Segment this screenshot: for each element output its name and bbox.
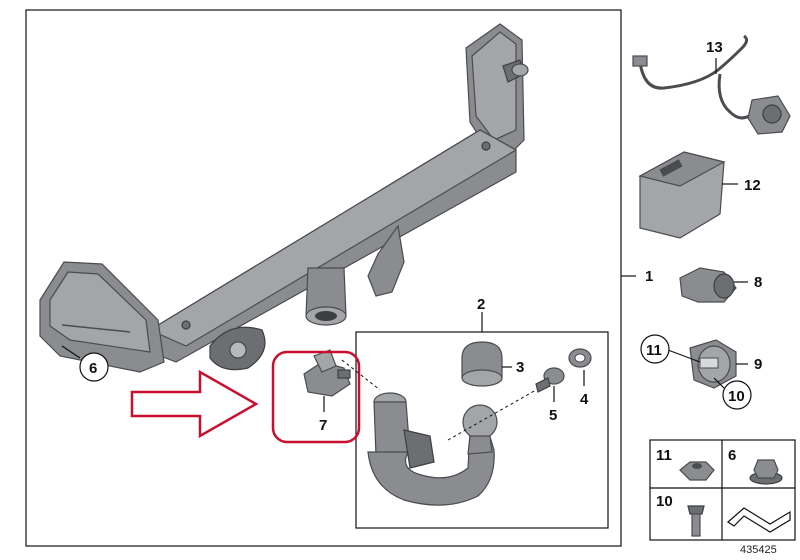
label-8: 8	[754, 274, 762, 291]
label-5: 5	[549, 407, 557, 424]
highlight-box	[271, 350, 361, 444]
highlight-arrow	[130, 369, 259, 439]
plug-shaft	[535, 377, 551, 393]
bolt-shaft	[691, 513, 701, 537]
ball-stem	[467, 435, 493, 455]
main-frame	[25, 9, 622, 547]
label-3: 3	[516, 359, 524, 376]
label-13: 13	[706, 39, 723, 56]
lock-tab	[337, 369, 351, 379]
dash-ball-plug	[447, 389, 537, 441]
socket-8	[679, 267, 737, 303]
neck-post	[373, 401, 411, 457]
cap-body	[461, 341, 503, 379]
cross-beam-top	[148, 129, 518, 347]
label-11: 11	[646, 342, 662, 359]
label-6: 6	[89, 360, 97, 377]
neck-latch	[403, 429, 435, 469]
label-4: 4	[580, 391, 589, 408]
washer	[568, 348, 592, 368]
leader-6	[61, 345, 81, 359]
wiring-harness	[632, 34, 791, 135]
leader-11	[667, 349, 701, 363]
circle-6	[79, 352, 109, 382]
bolt-head	[687, 505, 705, 515]
document-number: 435425	[740, 544, 777, 556]
label-12: 12	[744, 177, 761, 194]
harness-cable-b	[717, 73, 756, 120]
socket-8-face	[713, 273, 735, 299]
beam-bolt-1	[181, 320, 191, 330]
hardware-box: 11 6 10	[649, 439, 796, 541]
label-7: 7	[319, 417, 327, 434]
cover-9-tab	[699, 357, 719, 369]
label-9: 9	[754, 356, 762, 373]
right-bracket-face	[471, 31, 517, 141]
bracket-groove	[61, 324, 131, 333]
washer-hole	[574, 353, 586, 363]
module-top	[638, 151, 726, 187]
circle-11	[640, 334, 670, 364]
flange-nut	[753, 459, 779, 479]
cap-rim	[461, 369, 503, 387]
bracket-pin-end	[511, 63, 529, 77]
hex-nut-hole	[692, 463, 702, 469]
cover-9	[689, 339, 737, 389]
tow-bar-assembly	[39, 23, 529, 373]
harness-plug	[632, 55, 648, 67]
protective-cap	[461, 341, 503, 387]
receptacle-hole	[315, 311, 337, 321]
hook-bracket	[367, 224, 405, 297]
beam-bolt-2	[481, 141, 491, 151]
lock-wheel	[229, 341, 247, 359]
label-2: 2	[477, 296, 485, 313]
label-1: 1	[645, 268, 653, 285]
ball-neck	[367, 392, 498, 506]
neck-arm	[367, 429, 495, 506]
hardware-label-11: 11	[656, 447, 672, 464]
dash-receptacle-neck	[341, 359, 381, 391]
module-connector	[659, 159, 683, 177]
circle-10	[722, 380, 752, 410]
leader-10	[713, 377, 725, 389]
harness-cable-a	[638, 34, 749, 90]
hardware-label-10: 10	[656, 493, 673, 510]
hardware-label-6: 6	[728, 447, 736, 464]
control-module	[638, 151, 726, 239]
lock-part	[303, 349, 351, 397]
hex-nut	[679, 461, 715, 481]
sheet-metal-symbol	[727, 507, 791, 533]
plug-5	[535, 367, 565, 393]
label-10: 10	[728, 388, 745, 405]
harness-socket-face	[762, 104, 782, 124]
